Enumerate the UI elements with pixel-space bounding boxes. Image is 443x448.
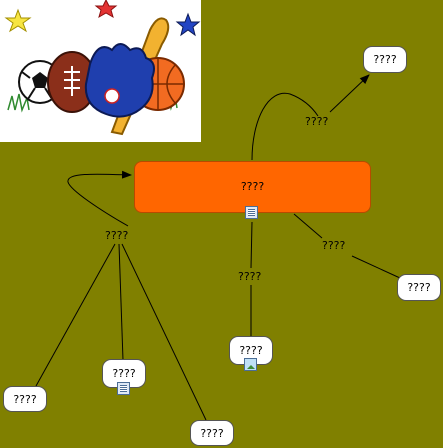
edge-to-bottom xyxy=(121,243,207,421)
edge-to-bottom-center-a xyxy=(250,221,253,269)
node-bottom[interactable]: ???? xyxy=(190,420,234,446)
edge-to-top-right-b xyxy=(329,74,370,113)
node-right[interactable]: ???? xyxy=(397,274,441,301)
edge-label-right: ???? xyxy=(322,239,346,252)
edge-to-right-b xyxy=(351,255,401,279)
node-top-right[interactable]: ???? xyxy=(363,46,407,73)
image-icon[interactable] xyxy=(244,358,257,371)
edge-to-central-arrow xyxy=(67,170,132,227)
note-icon[interactable] xyxy=(245,206,258,219)
note-icon[interactable] xyxy=(117,382,130,395)
edge-to-left-middle xyxy=(118,243,124,361)
edge-label-top-right: ???? xyxy=(305,115,329,128)
central-topic[interactable]: ???? xyxy=(134,161,371,213)
sports-balls-image xyxy=(0,0,201,142)
edge-to-bottom-left xyxy=(35,243,116,387)
node-bottom-left[interactable]: ???? xyxy=(3,386,47,412)
edge-label-left-group: ???? xyxy=(105,229,129,242)
edge-label-bottom-center: ???? xyxy=(238,270,262,283)
edge-to-right-a xyxy=(293,213,323,239)
edge-to-top-right-a xyxy=(251,92,319,161)
central-topic-text: ???? xyxy=(240,180,265,193)
